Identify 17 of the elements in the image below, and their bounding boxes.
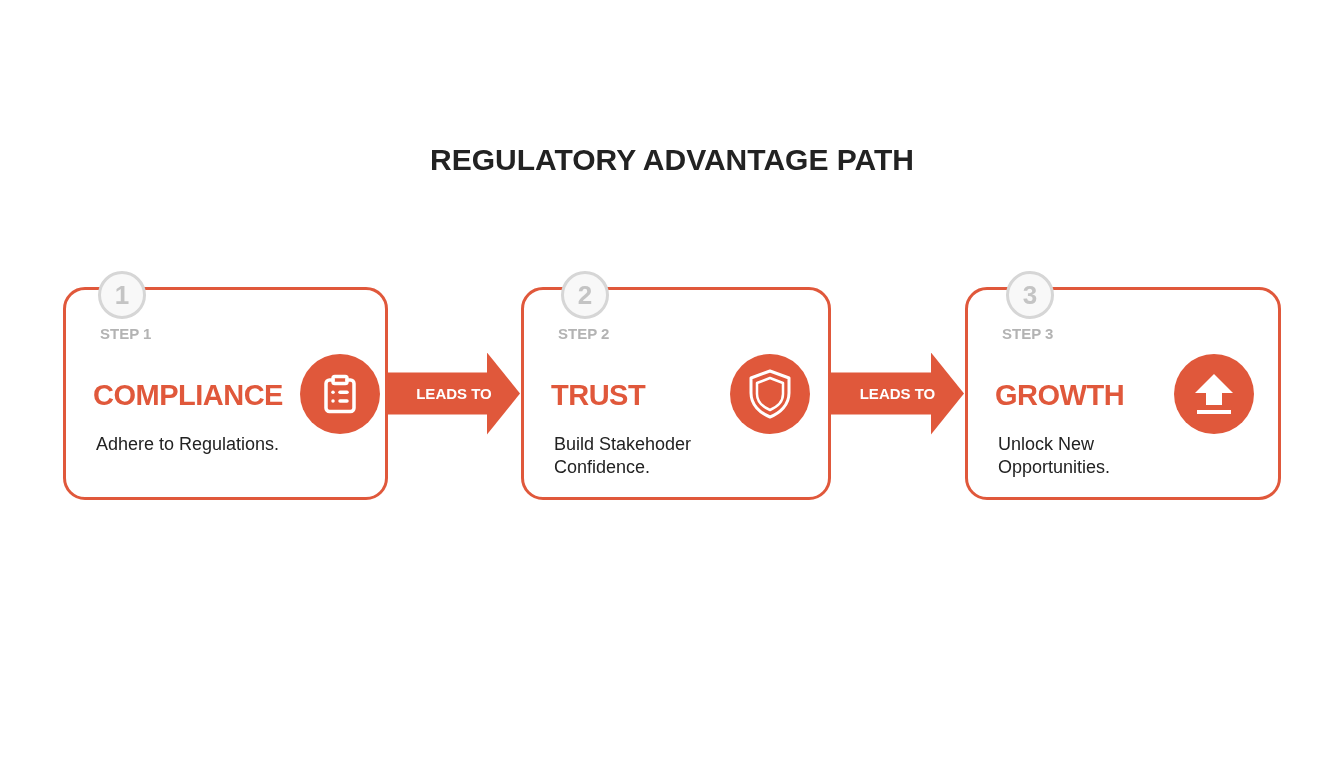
step-card bbox=[63, 287, 388, 500]
step-heading: TRUST bbox=[551, 379, 646, 411]
step-description: Unlock New Opportunities. bbox=[998, 433, 1112, 479]
edge-label: LEADS TO bbox=[859, 384, 936, 403]
step-description: Adhere to Regulations. bbox=[96, 433, 281, 456]
step-card bbox=[521, 287, 831, 500]
step-heading: GROWTH bbox=[995, 379, 1125, 411]
step-label: STEP 1 bbox=[100, 325, 152, 343]
step-label: STEP 3 bbox=[1002, 325, 1054, 343]
step-heading: COMPLIANCE bbox=[93, 379, 283, 411]
block-arrow bbox=[388, 352, 520, 435]
block-arrow bbox=[831, 352, 964, 435]
diagram-title: REGULATORY ADVANTAGE PATH bbox=[430, 142, 914, 178]
edge-label: LEADS TO bbox=[416, 384, 492, 403]
step-label: STEP 2 bbox=[558, 325, 610, 343]
step-description: Build Stakehoder Confidence. bbox=[554, 433, 693, 479]
step-card bbox=[965, 287, 1281, 500]
